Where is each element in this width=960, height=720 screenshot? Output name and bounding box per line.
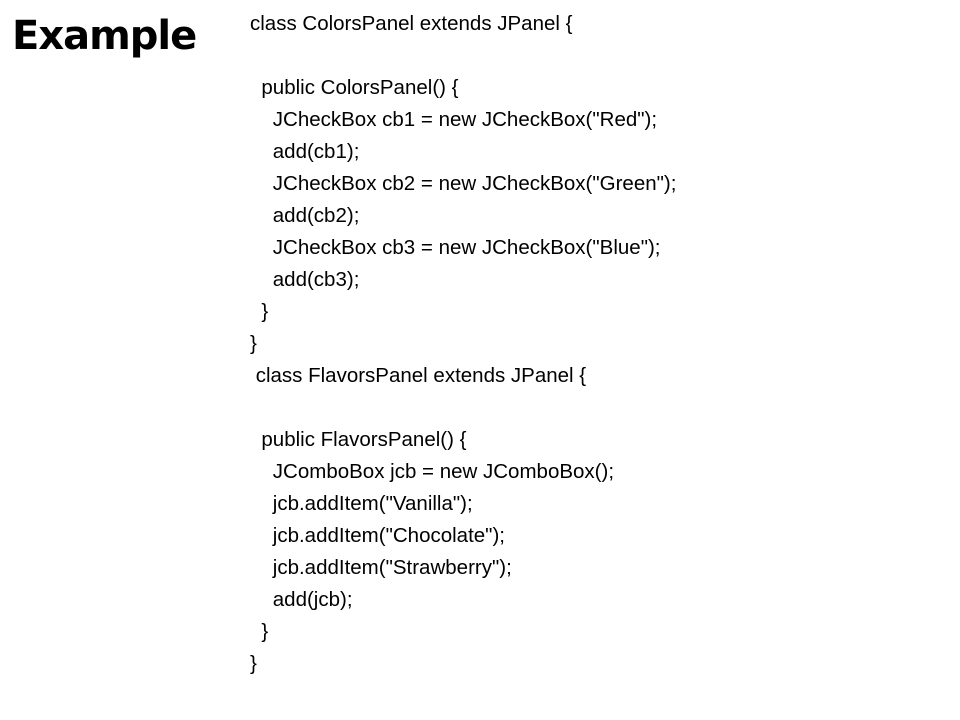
code-line-18: jcb.addItem("Strawberry"); xyxy=(250,556,512,579)
code-line-21: } xyxy=(250,652,257,675)
code-line-9: add(cb3); xyxy=(250,268,360,291)
code-line-10: } xyxy=(250,300,269,323)
code-line-19: add(jcb); xyxy=(250,588,353,611)
code-line-7: add(cb2); xyxy=(250,204,360,227)
code-line-16: jcb.addItem("Vanilla"); xyxy=(250,492,473,515)
slide-title: Example xyxy=(12,13,197,59)
code-line-17: jcb.addItem("Chocolate"); xyxy=(250,524,505,547)
code-line-13 xyxy=(250,392,676,424)
code-line-15: JComboBox jcb = new JComboBox(); xyxy=(250,460,615,483)
code-line-14: public FlavorsPanel() { xyxy=(250,428,467,451)
code-line-8: JCheckBox cb3 = new JCheckBox("Blue"); xyxy=(250,236,661,259)
code-line-20: } xyxy=(250,620,269,643)
code-line-3: public ColorsPanel() { xyxy=(250,76,459,99)
code-line-4: JCheckBox cb1 = new JCheckBox("Red"); xyxy=(250,108,658,131)
code-line-2 xyxy=(250,40,676,72)
code-block: class ColorsPanel extends JPanel { publi… xyxy=(250,8,676,680)
code-line-5: add(cb1); xyxy=(250,140,360,163)
code-line-1: class ColorsPanel extends JPanel { xyxy=(250,12,573,35)
code-line-12: class FlavorsPanel extends JPanel { xyxy=(250,364,587,387)
code-line-11: } xyxy=(250,332,257,355)
code-line-6: JCheckBox cb2 = new JCheckBox("Green"); xyxy=(250,172,677,195)
